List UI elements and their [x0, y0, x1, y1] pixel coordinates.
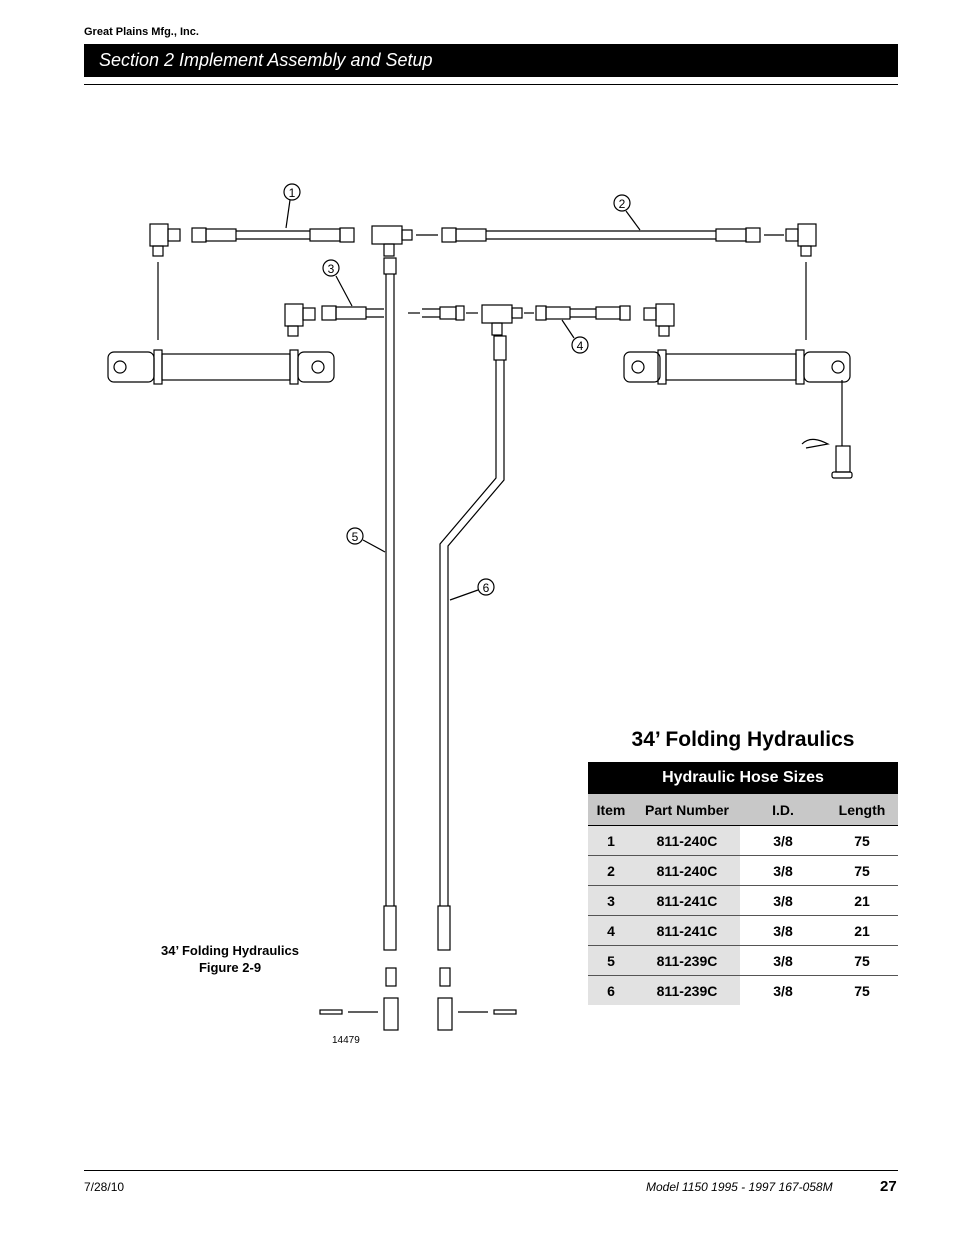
hose-6	[437, 335, 507, 1031]
cell-item: 1	[588, 825, 634, 856]
callout-2: 2	[613, 194, 641, 231]
elbow-fitting-middle	[284, 303, 316, 337]
cell-id: 3/8	[740, 885, 826, 916]
footer-rule	[84, 1170, 898, 1171]
cell-part-number: 811-240C	[634, 855, 740, 886]
cell-part-number: 811-241C	[634, 885, 740, 916]
callout-5-label: 5	[352, 530, 359, 544]
dust-cap	[319, 1009, 343, 1015]
cell-length: 21	[826, 885, 898, 916]
hose-1	[191, 227, 355, 243]
cell-part-number: 811-239C	[634, 975, 740, 1005]
drawing-number: 14479	[332, 1035, 360, 1046]
cell-part-number: 811-240C	[634, 825, 740, 856]
section-title: Section 2 Implement Assembly and Setup	[99, 50, 433, 70]
column-header-item: Item	[588, 794, 634, 826]
cell-item: 4	[588, 915, 634, 946]
footer-model: Model 1150 1995 - 1997 167-058M	[646, 1180, 833, 1194]
cell-id: 3/8	[740, 915, 826, 946]
cell-id: 3/8	[773, 982, 793, 999]
cell-item: 2	[588, 855, 634, 886]
hose-5	[383, 257, 399, 1031]
column-header-part-number: Part Number	[634, 794, 740, 826]
cell-length: 75	[826, 855, 898, 886]
page-number: 27	[880, 1178, 897, 1195]
table-row: 1 811-240C 3/8 75	[588, 825, 898, 856]
column-header-id: I.D.	[740, 794, 826, 826]
table-row: 6 811-239C 3/8 75	[588, 975, 898, 1005]
figure-caption: 34’ Folding Hydraulics Figure 2-9	[150, 942, 310, 976]
dust-cap	[493, 1009, 517, 1015]
callout-3-label: 3	[328, 262, 335, 276]
tee-fitting-top	[371, 225, 413, 257]
table-caption: Hydraulic Hose Sizes	[588, 762, 898, 794]
section-header: Section 2 Implement Assembly and Setup	[84, 44, 898, 77]
callout-1: 1	[283, 183, 301, 229]
cell-part-number: 811-239C	[634, 945, 740, 976]
callout-3: 3	[322, 259, 353, 307]
hose-2	[441, 227, 761, 243]
hose-3-end	[422, 305, 465, 321]
hydraulic-cylinder-right	[623, 349, 851, 385]
table-row: 2 811-240C 3/8 75	[588, 855, 898, 886]
table-title: 34’ Folding Hydraulics	[631, 728, 855, 751]
figure-caption-number: Figure 2-9	[198, 960, 262, 975]
elbow-fitting-middle-right	[643, 303, 675, 337]
table-row: 4 811-241C 3/8 21	[588, 915, 898, 946]
company-name: Great Plains Mfg., Inc.	[84, 26, 199, 38]
callout-6: 6	[449, 578, 495, 601]
hydraulic-cylinder-left	[107, 349, 335, 385]
callout-4: 4	[561, 319, 589, 354]
cell-item: 6	[588, 975, 634, 1005]
cell-length: 21	[826, 915, 898, 946]
table-row: 3 811-241C 3/8 21	[588, 885, 898, 916]
elbow-fitting-right	[785, 223, 817, 257]
cell-part-number: 811-241C	[634, 915, 740, 946]
callout-6-label: 6	[483, 581, 490, 595]
cylinder-pin	[831, 445, 853, 479]
column-header-length: Length	[826, 794, 898, 826]
tee-fitting-middle	[481, 304, 523, 336]
cell-id: 3/8	[740, 945, 826, 976]
table-row: 5 811-239C 3/8 75	[588, 945, 898, 976]
cell-id: 3/8	[740, 855, 826, 886]
hose-4	[535, 305, 631, 321]
figure-caption-title: 34’ Folding Hydraulics	[161, 943, 299, 958]
hair-pin-clip	[801, 438, 830, 449]
footer-date: 7/28/10	[84, 1180, 125, 1194]
callout-2-label: 2	[619, 197, 626, 211]
callout-4-label: 4	[577, 339, 584, 353]
header-rule	[84, 84, 898, 85]
cell-length: 75	[826, 945, 898, 976]
elbow-fitting-left	[149, 223, 181, 257]
cell-length: 75	[854, 982, 870, 999]
cell-item: 5	[588, 945, 634, 976]
cell-id: 3/8	[740, 825, 826, 856]
callout-5: 5	[346, 527, 386, 553]
callout-1-label: 1	[289, 186, 296, 200]
hydraulic-hose-table: Hydraulic Hose Sizes Item Part Number I.…	[588, 762, 898, 1005]
cell-length: 75	[826, 825, 898, 856]
cell-item: 3	[588, 885, 634, 916]
hose-3	[321, 305, 384, 321]
